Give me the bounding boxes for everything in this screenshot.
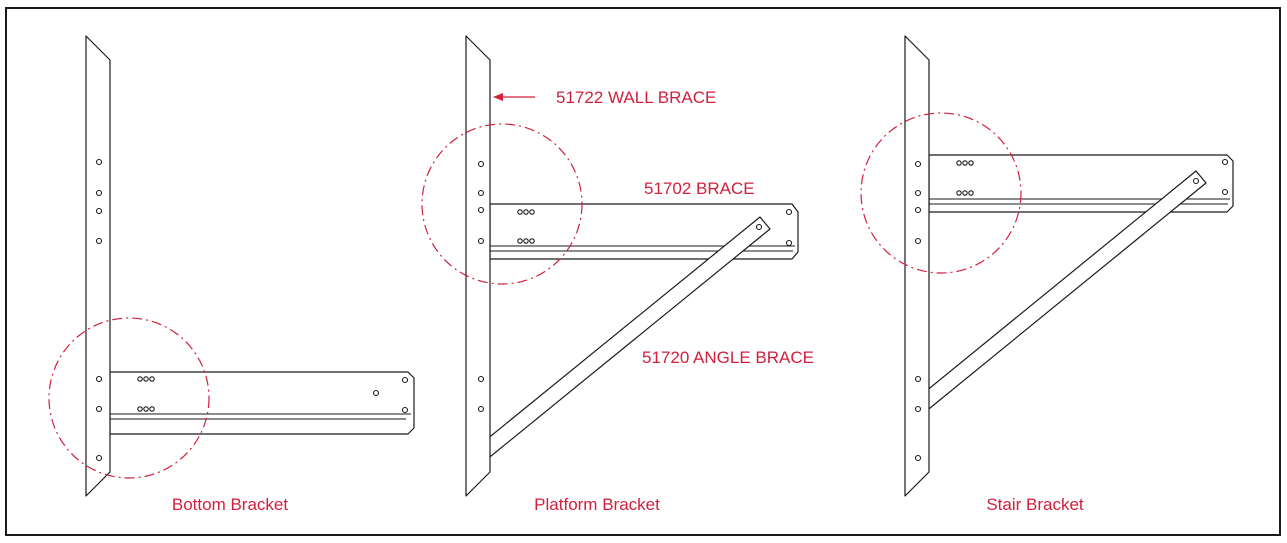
angle-brace-label: 51720 ANGLE BRACE bbox=[642, 348, 814, 367]
bottom-detail-circle bbox=[48, 317, 210, 479]
bottom-wall-brace bbox=[85, 35, 111, 497]
platform-wall-brace bbox=[465, 35, 491, 497]
stair-detail-circle bbox=[860, 112, 1022, 274]
platform-detail-circle bbox=[421, 123, 583, 285]
bottom-horizontal-brace bbox=[109, 371, 415, 435]
platform-bracket: 51722 WALL BRACE 51702 BRACE 51720 ANGLE… bbox=[421, 35, 814, 514]
bottom-bracket-caption: Bottom Bracket bbox=[172, 495, 288, 514]
stair-wall-brace bbox=[904, 35, 930, 497]
wall-brace-label: 51722 WALL BRACE bbox=[556, 88, 716, 107]
wall-brace-callout: 51722 WALL BRACE bbox=[493, 88, 716, 107]
callout-arrow-head bbox=[493, 93, 503, 101]
platform-bracket-caption: Platform Bracket bbox=[534, 495, 660, 514]
outer-frame bbox=[5, 7, 1281, 536]
stair-bracket: Stair Bracket bbox=[860, 35, 1234, 514]
stair-bracket-caption: Stair Bracket bbox=[986, 495, 1084, 514]
brace-label: 51702 BRACE bbox=[644, 179, 755, 198]
bottom-bracket: Bottom Bracket bbox=[48, 35, 415, 514]
